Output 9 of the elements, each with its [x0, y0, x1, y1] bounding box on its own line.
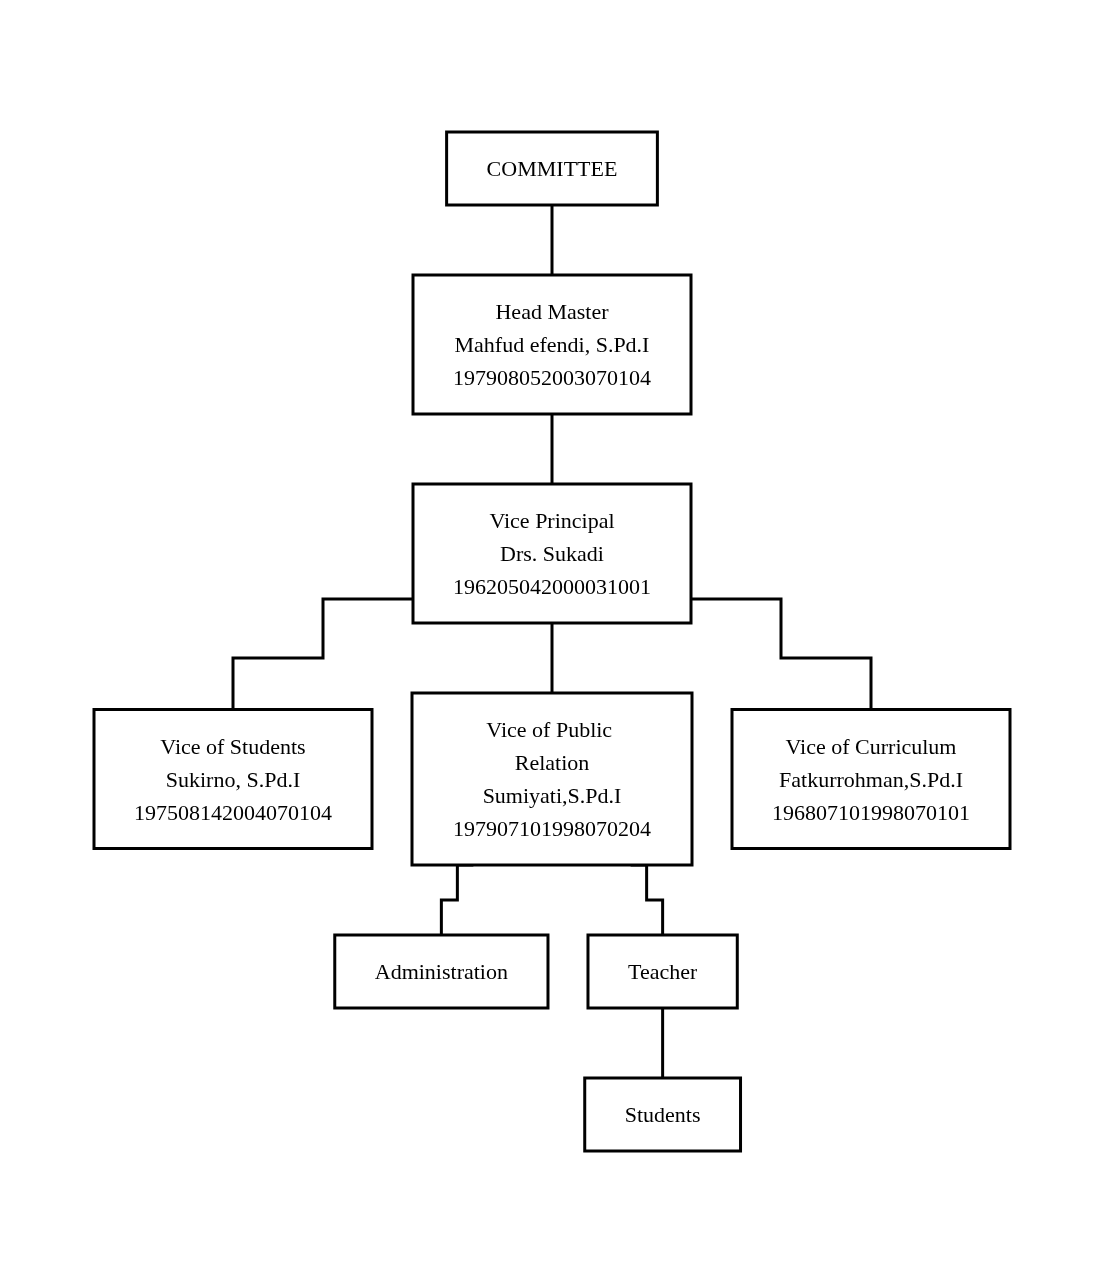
node-box: Vice of Students Sukirno, S.Pd.I 197508142004070104: [92, 708, 373, 850]
node-box: Vice Principal Drs. Sukadi 196205042000031001: [411, 482, 692, 625]
node-box: COMMITTEE: [444, 130, 659, 207]
node-box: Head Master Mahfud efendi, S.Pd.I 197908052003070104: [411, 273, 692, 416]
node-box: Administration: [332, 933, 549, 1010]
node-box: Students: [582, 1076, 742, 1153]
node-box: Vice of Curriculum Fatkurrohman,S.Pd.I 196807101998070101: [730, 708, 1011, 850]
node-box: Vice of Public Relation Sumiyati,S.Pd.I 197907101998070204: [410, 691, 693, 867]
node-box: Teacher: [586, 933, 739, 1010]
